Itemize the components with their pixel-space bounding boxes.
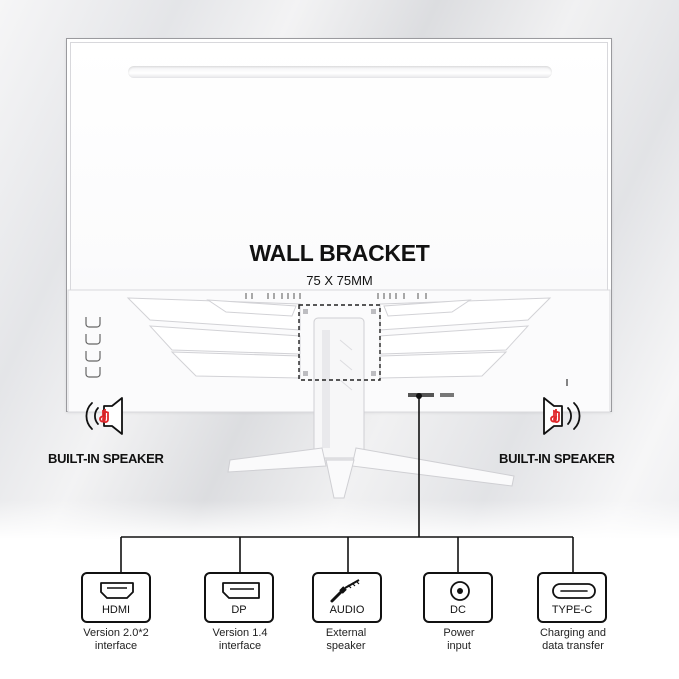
stand-base bbox=[227, 447, 515, 499]
description-line: data transfer bbox=[542, 640, 604, 652]
control-buttons bbox=[85, 317, 101, 378]
port-type-c-description: Charging and data transfer bbox=[523, 627, 623, 653]
port-name: DC bbox=[450, 604, 466, 616]
right-speaker-label: BUILT-IN SPEAKER bbox=[499, 451, 615, 466]
port-dp-description: Version 1.4 interface bbox=[190, 627, 290, 653]
port-dc: DC bbox=[423, 572, 493, 623]
displayport-icon bbox=[222, 582, 260, 599]
audio-jack-icon bbox=[330, 579, 360, 603]
description-line: Charging and bbox=[539, 627, 607, 639]
port-audio: AUDIO bbox=[312, 572, 382, 623]
port-type-c: TYPE-C bbox=[537, 572, 607, 623]
description-line: interface bbox=[218, 640, 262, 652]
speaker-icon bbox=[543, 397, 581, 435]
vesa-mount-outline bbox=[298, 304, 381, 381]
housing-wings-left bbox=[126, 297, 301, 379]
description-line: input bbox=[447, 640, 471, 652]
description-line: interface bbox=[94, 640, 138, 652]
port-name: TYPE-C bbox=[551, 604, 593, 616]
description-line: External bbox=[325, 627, 367, 639]
description-line: Power bbox=[443, 627, 475, 639]
port-name: DP bbox=[231, 604, 247, 616]
dc-power-icon bbox=[450, 581, 470, 601]
housing-vent-ticks bbox=[245, 293, 427, 299]
port-dc-description: Power input bbox=[409, 627, 509, 653]
port-dp: DP bbox=[204, 572, 274, 623]
description-line: speaker bbox=[326, 640, 366, 652]
port-audio-description: External speaker bbox=[296, 627, 396, 653]
stand-neck bbox=[313, 317, 365, 459]
wall-bracket-size: 75 X 75MM bbox=[306, 273, 373, 288]
top-vent-slot bbox=[128, 66, 552, 78]
type-c-port-icon bbox=[552, 583, 596, 599]
description-line: Version 1.4 bbox=[212, 627, 268, 639]
hdmi-port-icon bbox=[100, 582, 134, 599]
port-name: AUDIO bbox=[329, 604, 365, 616]
port-hdmi: HDMI bbox=[81, 572, 151, 623]
port-hdmi-description: Version 2.0*2 interface bbox=[66, 627, 166, 653]
housing-port-area bbox=[408, 393, 454, 399]
description-line: Version 2.0*2 bbox=[83, 627, 149, 639]
port-name: HDMI bbox=[101, 604, 131, 616]
left-speaker-label: BUILT-IN SPEAKER bbox=[48, 451, 164, 466]
wall-bracket-title: WALL BRACKET bbox=[249, 240, 430, 266]
speaker-icon bbox=[85, 397, 123, 435]
